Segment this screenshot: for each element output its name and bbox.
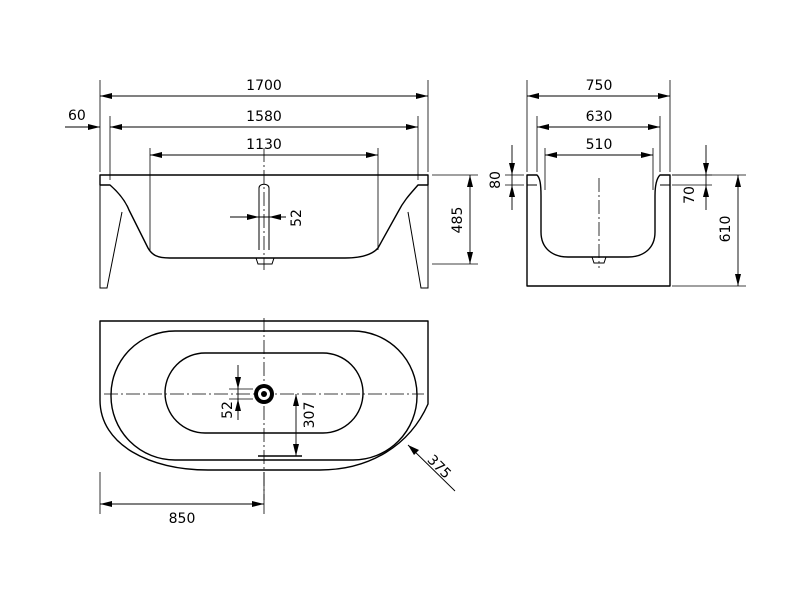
side-view-body-outline: [526, 174, 671, 287]
dim-label-630: 630: [586, 109, 613, 125]
front-view-overflow-pipe: [258, 183, 270, 250]
front-view-left-leg: [99, 185, 123, 289]
dim-label-60: 60: [68, 108, 86, 124]
dim-label-52-plan: 52: [220, 401, 236, 419]
dim-label-1580: 1580: [246, 109, 282, 125]
dim-label-1130: 1130: [246, 137, 282, 153]
dim-label-1700: 1700: [246, 78, 282, 94]
front-view-right-leg: [407, 185, 429, 289]
dim-label-307: 307: [302, 402, 318, 429]
side-view: 750 630 510 80 70 610: [488, 78, 746, 287]
dim-label-80: 80: [488, 171, 504, 189]
front-view-drain: [255, 257, 275, 265]
plan-view: 52 307 850 375: [99, 318, 456, 527]
plan-view-outer-outline: [99, 320, 429, 471]
dim-label-610: 610: [718, 216, 734, 243]
dim-label-850: 850: [169, 511, 196, 527]
dim-label-70: 70: [682, 186, 698, 204]
front-view-tub-outline: [99, 174, 429, 259]
dim-label-52-front: 52: [289, 209, 305, 227]
dim-label-485: 485: [450, 207, 466, 234]
dim-label-375: 375: [424, 452, 454, 482]
front-view: 1700 60 1580 1130 52 485: [65, 78, 478, 289]
dim-label-510: 510: [586, 137, 613, 153]
dim-label-750: 750: [586, 78, 613, 94]
